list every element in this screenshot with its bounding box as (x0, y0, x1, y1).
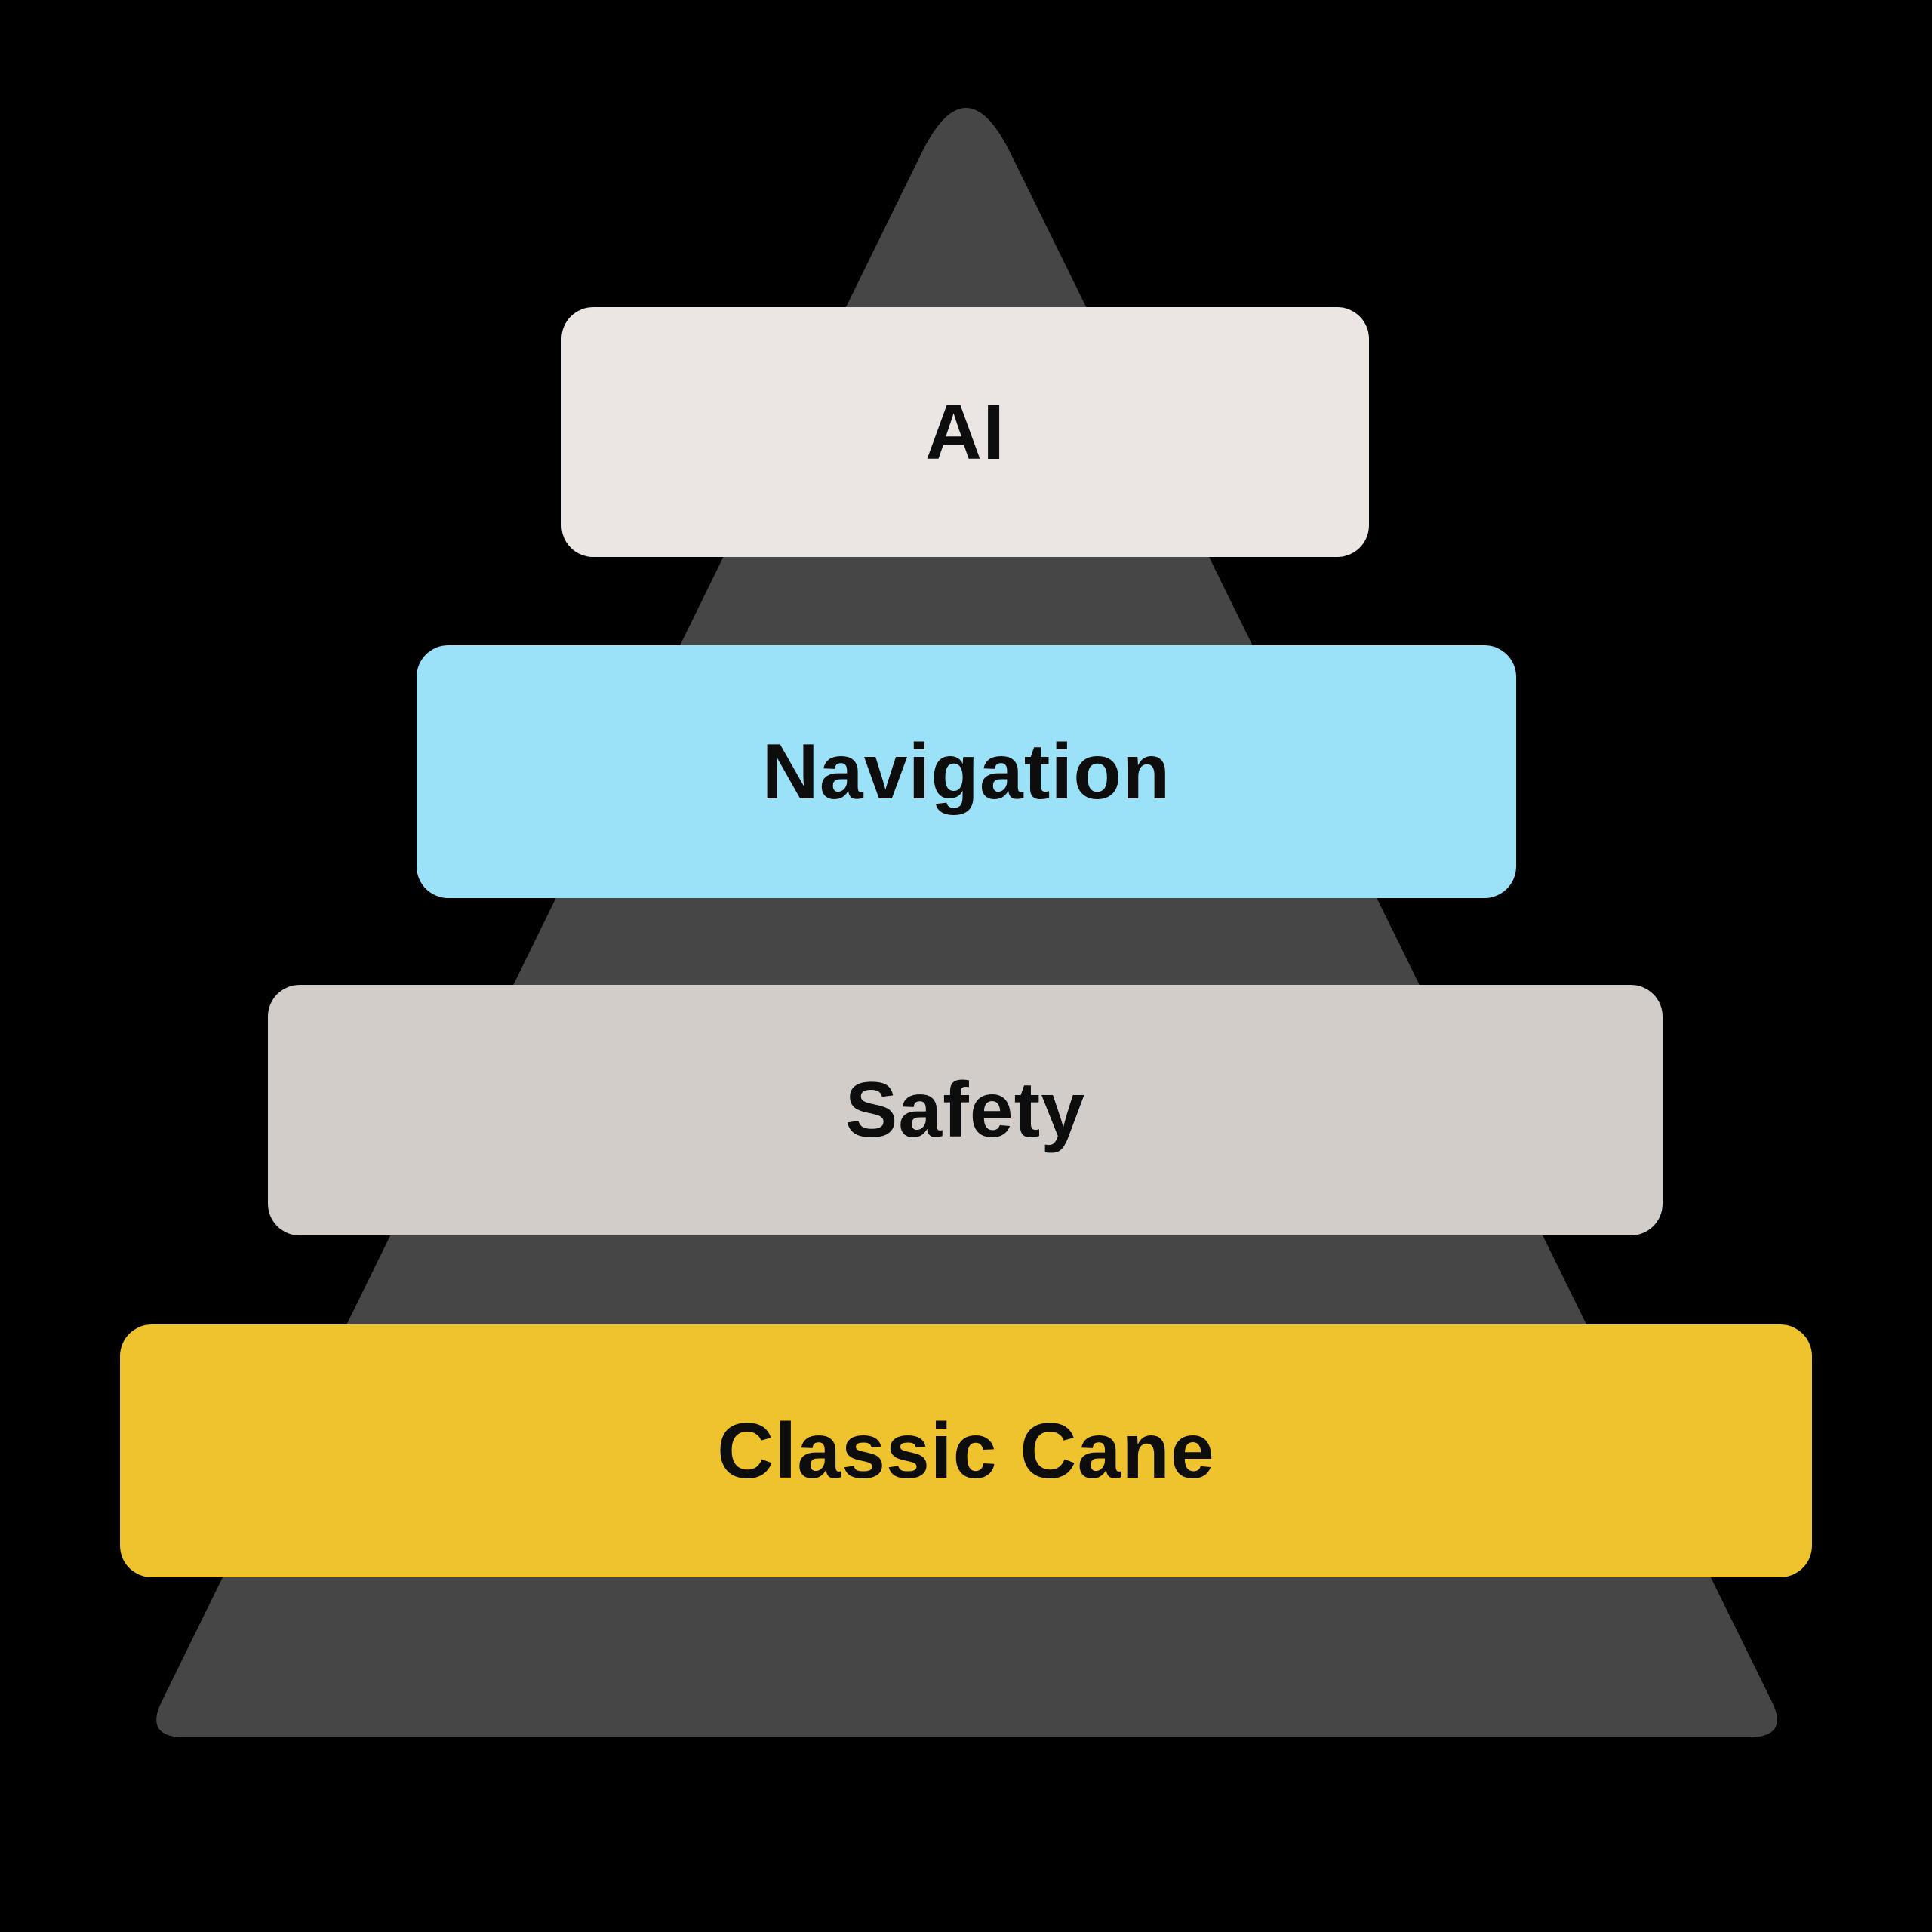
pyramid-layer-classic-cane: Classic Cane (120, 1324, 1812, 1577)
pyramid-layer-navigation: Navigation (417, 645, 1516, 898)
layer-label-ai: AI (925, 388, 1005, 476)
pyramid-layer-ai: AI (561, 307, 1369, 557)
layer-label-classic-cane: Classic Cane (717, 1407, 1215, 1495)
pyramid-layer-safety: Safety (268, 985, 1663, 1235)
layer-label-safety: Safety (844, 1066, 1086, 1154)
layer-label-navigation: Navigation (761, 728, 1171, 816)
